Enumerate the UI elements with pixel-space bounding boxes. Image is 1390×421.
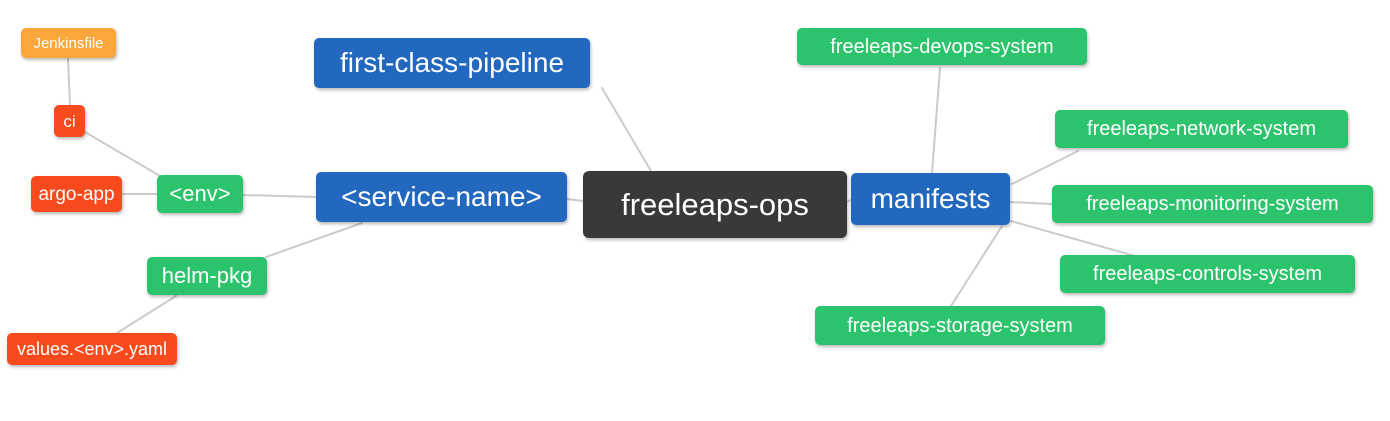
- node-env[interactable]: <env>: [157, 175, 243, 213]
- node-freeleaps-controls-system[interactable]: freeleaps-controls-system: [1060, 255, 1355, 293]
- node-label-service-name: <service-name>: [341, 181, 542, 212]
- node-label-freeleaps-ops: freeleaps-ops: [621, 187, 809, 222]
- node-freeleaps-monitoring-system[interactable]: freeleaps-monitoring-system: [1052, 185, 1373, 223]
- node-label-jenkinsfile: Jenkinsfile: [33, 34, 104, 52]
- node-freeleaps-storage-system[interactable]: freeleaps-storage-system: [815, 306, 1105, 345]
- node-values-env-yaml[interactable]: values.<env>.yaml: [7, 333, 177, 365]
- edge-values-env-yaml-to-helm-pkg: [116, 295, 177, 334]
- edge-ci-to-env: [84, 131, 161, 177]
- node-label-manifests: manifests: [870, 183, 991, 214]
- node-first-class-pipeline[interactable]: first-class-pipeline: [314, 38, 590, 88]
- node-label-freeleaps-network-system: freeleaps-network-system: [1087, 118, 1316, 140]
- edge-manifests-to-freeleaps-controls-system: [1010, 220, 1136, 257]
- node-freeleaps-network-system[interactable]: freeleaps-network-system: [1055, 110, 1348, 148]
- node-jenkinsfile[interactable]: Jenkinsfile: [21, 28, 116, 58]
- node-label-freeleaps-devops-system: freeleaps-devops-system: [830, 35, 1054, 58]
- node-manifests[interactable]: manifests: [851, 173, 1010, 225]
- edge-service-name-to-freeleaps-ops: [566, 198, 584, 202]
- node-ci[interactable]: ci: [54, 105, 85, 137]
- edge-manifests-to-freeleaps-network-system: [1011, 150, 1079, 185]
- node-label-freeleaps-controls-system: freeleaps-controls-system: [1093, 263, 1322, 285]
- node-label-env: <env>: [169, 181, 231, 206]
- node-freeleaps-devops-system[interactable]: freeleaps-devops-system: [797, 28, 1087, 65]
- node-service-name[interactable]: <service-name>: [316, 172, 567, 222]
- node-helm-pkg[interactable]: helm-pkg: [147, 257, 267, 295]
- edge-helm-pkg-to-service-name: [265, 222, 363, 258]
- node-label-freeleaps-monitoring-system: freeleaps-monitoring-system: [1086, 193, 1339, 215]
- node-label-first-class-pipeline: first-class-pipeline: [339, 47, 565, 78]
- edge-env-to-service-name: [242, 194, 317, 198]
- node-label-argo-app: argo-app: [38, 183, 115, 205]
- edge-first-class-pipeline-to-freeleaps-ops: [601, 87, 652, 172]
- edge-manifests-to-freeleaps-storage-system: [950, 225, 1003, 307]
- node-label-freeleaps-storage-system: freeleaps-storage-system: [847, 314, 1073, 337]
- node-label-ci: ci: [63, 111, 76, 131]
- node-argo-app[interactable]: argo-app: [31, 176, 122, 212]
- edge-jenkinsfile-to-ci: [67, 57, 71, 106]
- node-label-helm-pkg: helm-pkg: [161, 263, 253, 288]
- edge-manifests-to-freeleaps-monitoring-system: [1009, 201, 1053, 205]
- node-label-values-env-yaml: values.<env>.yaml: [16, 339, 168, 359]
- edge-manifests-to-freeleaps-devops-system: [931, 67, 941, 174]
- node-freeleaps-ops[interactable]: freeleaps-ops: [583, 171, 847, 238]
